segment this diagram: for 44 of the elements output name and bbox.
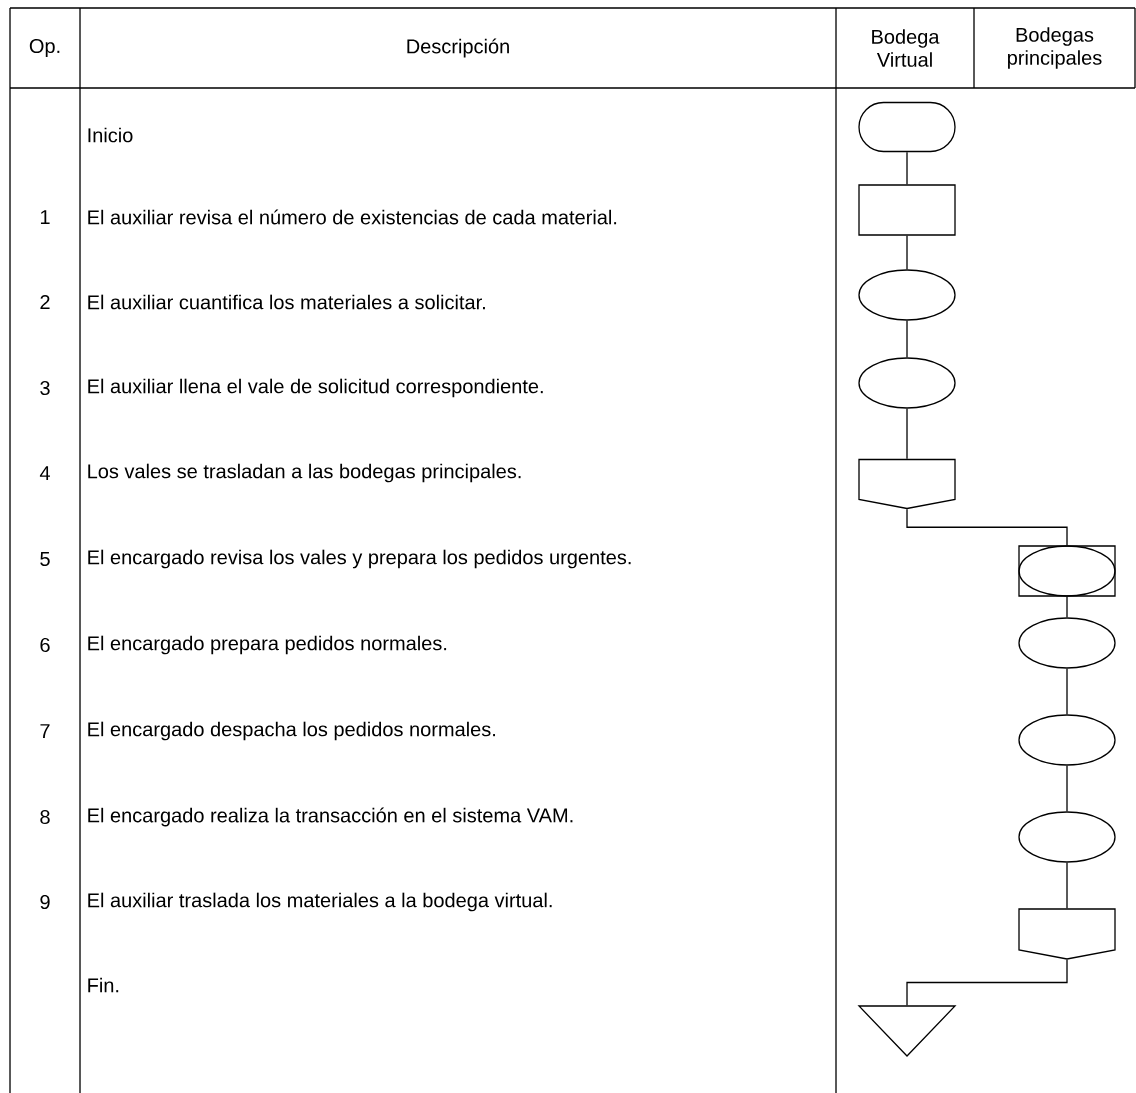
step-description: El auxiliar cuantifica los materiales a solicitar. (88, 294, 485, 310)
operation-box (858, 184, 956, 236)
step-number: 2 (40, 295, 50, 309)
operation-ellipse (1018, 811, 1116, 863)
column-header: Descripción (407, 38, 509, 58)
step-number: 9 (40, 894, 50, 910)
combined-symbol (1018, 545, 1116, 597)
step-number: 7 (40, 724, 50, 738)
column-header: Bodega Virtual (872, 29, 940, 67)
step-number: 5 (40, 552, 50, 566)
step-description: El auxiliar traslada los materiales a la bodega virtual. (88, 892, 552, 912)
step-number: 6 (40, 637, 50, 653)
operation-ellipse (858, 357, 956, 409)
step-description: El auxiliar llena el vale de solicitud correspondiente. (88, 378, 543, 398)
step-number: 3 (40, 380, 50, 396)
step-description: El encargado despacha los pedidos normales. (88, 721, 495, 741)
step-description: El encargado prepara pedidos normales. (88, 635, 447, 655)
operation-ellipse (1018, 714, 1116, 766)
step-description: El auxiliar revisa el número de existencias de cada material. (88, 209, 617, 225)
step-description: Los vales se trasladan a las bodegas principales. (88, 463, 521, 483)
step-number: 8 (40, 809, 50, 825)
connector-line (906, 320, 908, 358)
connector-line (906, 508, 1068, 546)
transport-symbol (1018, 908, 1116, 960)
column-header: Op. (29, 38, 60, 58)
terminal-symbol (858, 101, 956, 153)
step-description: El encargado realiza la transacción en el sistema VAM. (88, 807, 573, 827)
connector-line (1066, 862, 1068, 909)
connector-line (906, 235, 908, 270)
step-number: 1 (40, 210, 50, 224)
step-description: Fin. (88, 977, 119, 993)
connector-line (1066, 765, 1068, 812)
connector-line (906, 151, 908, 185)
operation-ellipse (858, 269, 956, 321)
connector-line (1066, 668, 1068, 715)
column-header: Bodegas principales (1008, 27, 1102, 69)
connector-line (906, 959, 1068, 1006)
step-description: El encargado revisa los vales y prepara los pedidos urgentes. (88, 549, 631, 569)
step-description: Inicio (88, 127, 133, 143)
connector-line (1066, 596, 1068, 618)
operation-ellipse (1018, 617, 1116, 669)
connector-line (906, 408, 908, 460)
transport-symbol (858, 458, 956, 510)
step-number: 4 (39, 466, 50, 480)
